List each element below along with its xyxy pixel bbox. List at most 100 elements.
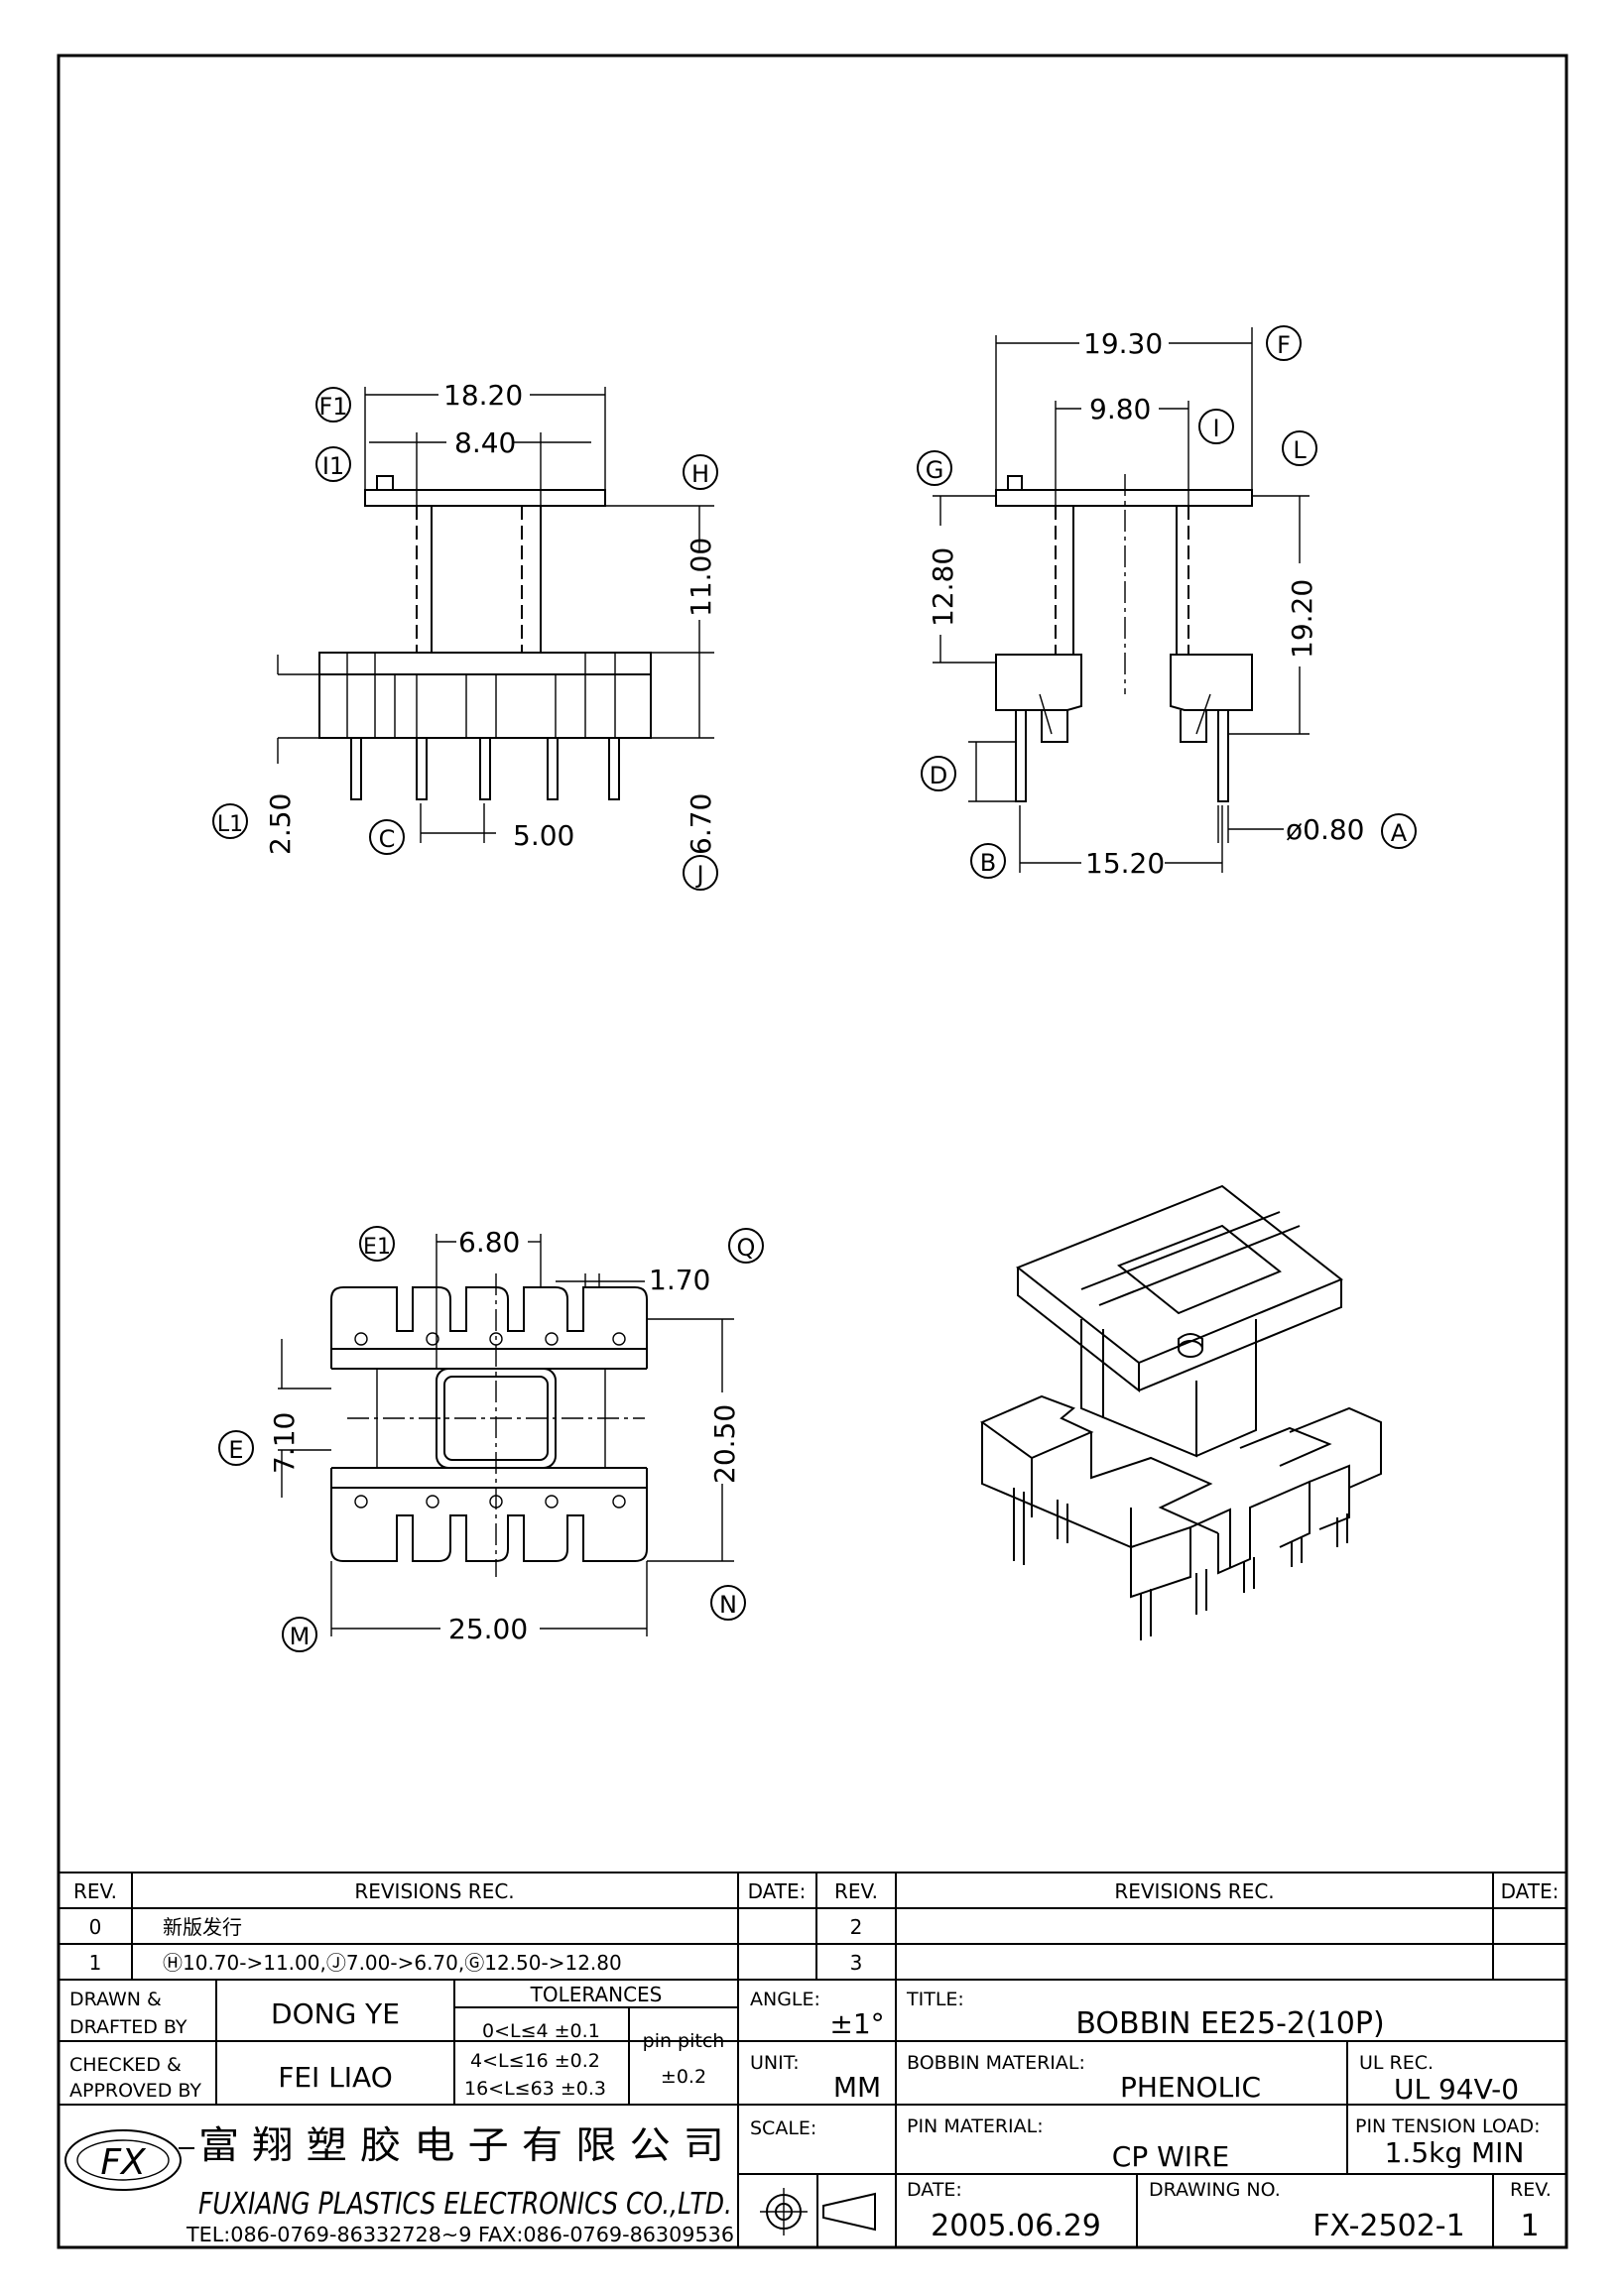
front-top-flange [364,489,606,507]
checked-by-value: FEI LIAO [278,2061,393,2094]
svg-text:UNIT:: UNIT: [750,2052,800,2074]
revision-table: REV. REVISIONS REC. DATE: REV. REVISIONS… [59,1872,1566,2247]
company-block: FX 富 翔 塑 胶 电 子 有 限 公 司 FUXIANG PLASTICS … [64,2123,734,2246]
svg-text:SCALE:: SCALE: [750,2117,816,2139]
dim-15-20: 15.20 [1085,847,1165,880]
dim-9-80: 9.80 [1089,393,1151,425]
svg-text:TITLE:: TITLE: [906,1989,964,2010]
svg-text:E: E [228,1436,243,1464]
svg-text:TOLERANCES: TOLERANCES [530,1983,663,2006]
svg-text:3: 3 [850,1951,863,1975]
rev-row-1-num: 1 [89,1951,102,1975]
svg-text:REV.: REV. [73,1879,117,1903]
dim-6-70: 6.70 [685,793,717,855]
dim-6-80: 6.80 [458,1226,520,1259]
svg-text:2: 2 [850,1915,863,1939]
side-view: 19.30 9.80 12.80 19.20 15.20 ø0.80 F I G… [917,325,1417,880]
rev-row-0-num: 0 [89,1915,102,1939]
svg-text:Q: Q [737,1234,756,1262]
dim-dia-0-80: ø0.80 [1286,813,1364,846]
svg-text:H: H [691,460,709,488]
svg-text:F: F [1277,331,1291,359]
svg-text:REVISIONS REC.: REVISIONS REC. [354,1879,514,1903]
dim-12-80: 12.80 [927,547,959,627]
svg-text:A: A [1391,819,1408,847]
rev-row-0-text: 新版发行 [163,1915,242,1939]
dim-25-00: 25.00 [448,1613,528,1645]
rev-value: 1 [1520,2209,1539,2243]
dim-19-30: 19.30 [1083,327,1163,360]
svg-text:CHECKED &: CHECKED & [69,2054,182,2076]
side-top-flange [995,489,1253,507]
upper-comb [330,1286,648,1350]
date-value: 2005.06.29 [931,2209,1101,2243]
svg-text:M: M [290,1623,311,1650]
svg-text:L1: L1 [217,812,243,837]
svg-text:UL REC.: UL REC. [1359,2052,1434,2074]
front-pins [350,737,620,800]
svg-text:B: B [980,849,996,877]
dim-8-40: 8.40 [454,426,516,459]
bottom-balloons: E1 Q E M N [218,1226,764,1652]
drawing-no-value: FX-2502-1 [1312,2209,1464,2243]
angle-value: ±1° [829,2007,884,2040]
dim-20-50: 20.50 [708,1404,741,1484]
front-base [318,652,652,739]
svg-text:REV.: REV. [834,1879,878,1903]
svg-text:F1: F1 [318,393,347,421]
bottom-view: 6.80 1.70 7.10 20.50 25.00 E1 Q E M N [218,1226,764,1652]
svg-text:APPROVED BY: APPROVED BY [69,2080,201,2102]
sheet-border [57,54,1568,2249]
pin-material-value: CP WIRE [1112,2140,1229,2173]
dim-1-70: 1.70 [649,1264,710,1296]
svg-text:REV.: REV. [1510,2179,1552,2201]
svg-text:BOBBIN MATERIAL:: BOBBIN MATERIAL: [907,2052,1085,2074]
company-logo: FX [64,2129,182,2191]
projection-symbol [760,2188,876,2236]
rev-row-1-text: Ⓗ10.70->11.00,Ⓙ7.00->6.70,Ⓖ12.50->12.80 [163,1951,622,1975]
dim-19-20: 19.20 [1286,579,1318,659]
svg-text:DATE:: DATE: [1501,1879,1560,1903]
svg-text:N: N [719,1591,737,1619]
dim-7-10: 7.10 [268,1412,301,1474]
company-name-en: FUXIANG PLASTICS ELECTRONICS CO.,LTD. [198,2187,732,2222]
dim-5-00: 5.00 [513,819,574,852]
svg-text:I1: I1 [322,452,344,480]
svg-text:PIN TENSION LOAD:: PIN TENSION LOAD: [1355,2115,1541,2137]
svg-text:J: J [694,861,703,889]
dim-11-00: 11.00 [685,538,717,617]
svg-text:G: G [926,456,944,484]
svg-text:REVISIONS REC.: REVISIONS REC. [1114,1879,1274,1903]
svg-text:L: L [1293,436,1307,464]
side-balloons: F I G L D B A [917,325,1417,879]
drawn-by-value: DONG YE [271,1997,400,2030]
svg-text:DRAFTED BY: DRAFTED BY [69,2016,187,2038]
svg-text:DRAWN &: DRAWN & [69,1989,162,2010]
svg-text:DRAWING NO.: DRAWING NO. [1149,2179,1281,2201]
bobbin-material-value: PHENOLIC [1120,2071,1261,2104]
svg-text:C: C [379,825,396,853]
title-value: BOBBIN EE25-2(10P) [1075,2006,1384,2041]
svg-text:E1: E1 [363,1235,391,1260]
title-block: DRAWN & DRAFTED BY DONG YE CHECKED & APP… [59,1980,1566,2247]
svg-text:16<L≤63 ±0.3: 16<L≤63 ±0.3 [464,2078,606,2100]
front-view: 18.20 8.40 11.00 6.70 2.50 5.00 F1 I1 H … [212,379,718,891]
unit-value: MM [833,2071,881,2104]
svg-text:4<L≤16 ±0.2: 4<L≤16 ±0.2 [470,2050,600,2072]
svg-text:D: D [930,762,947,789]
isometric-view [979,1184,1382,1640]
svg-text:DATE:: DATE: [748,1879,807,1903]
company-name-cn: 富 翔 塑 胶 电 子 有 限 公 司 [198,2123,724,2167]
svg-text:DATE:: DATE: [907,2179,962,2201]
pin-tension-value: 1.5kg MIN [1385,2136,1525,2169]
front-balloons: F1 I1 H L1 C J [212,387,718,891]
dim-2-50: 2.50 [264,793,297,855]
company-contact: TEL:086-0769-86332728~9 FAX:086-0769-863… [186,2223,734,2246]
ul-rec-value: UL 94V-0 [1394,2073,1519,2106]
svg-text:ANGLE:: ANGLE: [750,1989,820,2010]
dim-18-20: 18.20 [443,379,523,412]
svg-text:PIN MATERIAL:: PIN MATERIAL: [907,2115,1044,2137]
svg-text:I: I [1212,415,1219,442]
lower-comb [330,1487,648,1562]
